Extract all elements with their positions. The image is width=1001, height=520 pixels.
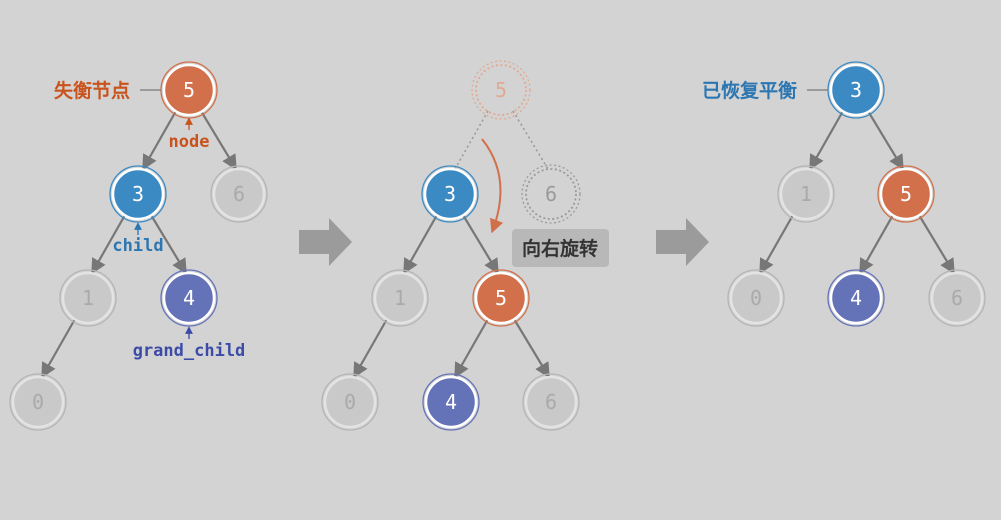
grand-child-label: grand_child	[133, 341, 246, 361]
tree-node-5: 5	[877, 165, 935, 223]
tree-node-6: 6	[928, 269, 986, 327]
tree-node-4: 4	[827, 269, 885, 327]
panel-before: 5 3 6 1 4 0	[9, 61, 268, 431]
edge-3-1	[91, 214, 126, 275]
tree-node-3-child: 3	[109, 165, 167, 223]
step-arrow-2	[656, 218, 709, 266]
edge-5-6	[513, 318, 550, 379]
edge-5-6	[200, 110, 237, 171]
rotate-badge-text: 向右旋转	[522, 237, 598, 260]
edge-5-4	[454, 318, 489, 379]
node-value: 4	[445, 390, 457, 414]
tree-node-5: 5	[472, 269, 530, 327]
balanced-label: 已恢复平衡	[702, 79, 797, 102]
node-value: 0	[750, 286, 762, 310]
ghost-edge-5-3	[454, 110, 489, 170]
rotate-badge	[512, 229, 609, 267]
node-value: 6	[233, 182, 245, 206]
node-value: 3	[850, 78, 862, 102]
step-arrow-1	[299, 218, 352, 266]
tree-node-1: 1	[777, 165, 835, 223]
node-value: 4	[850, 286, 862, 310]
ghost-node-6: 6	[521, 164, 581, 224]
child-label: child	[112, 236, 163, 256]
node-value: 4	[183, 286, 195, 310]
edge-3-5	[867, 110, 904, 171]
node-value: 0	[32, 390, 44, 414]
ghost-edge-5-6	[512, 110, 549, 170]
edge-1-0	[41, 318, 76, 379]
node-value: 1	[394, 286, 406, 310]
node-value: 1	[800, 182, 812, 206]
edge-3-1	[403, 214, 438, 275]
tree-node-1: 1	[59, 269, 117, 327]
tree-node-6: 6	[210, 165, 268, 223]
tree-node-3-root: 3	[827, 61, 885, 119]
rotation-curve-arrow	[481, 138, 504, 234]
tree-node-4-grandchild: 4	[160, 269, 218, 327]
edge-3-1	[809, 110, 844, 171]
tree-node-6: 6	[522, 373, 580, 431]
node-value: 6	[545, 390, 557, 414]
edge-5-6	[918, 214, 955, 275]
node-value: 5	[900, 182, 912, 206]
node-value: 5	[495, 286, 507, 310]
edge-1-0	[759, 214, 794, 275]
tree-node-4: 4	[422, 373, 480, 431]
node-value: 6	[545, 182, 557, 206]
edge-1-0	[353, 318, 388, 379]
edge-3-4	[150, 214, 187, 275]
node-value: 6	[951, 286, 963, 310]
tree-node-1: 1	[371, 269, 429, 327]
tree-node-3: 3	[421, 165, 479, 223]
node-label: node	[169, 132, 210, 152]
node-value: 5	[183, 78, 195, 102]
panel-rotating: 5 6 向右旋转 3 1	[321, 60, 609, 431]
node-value: 3	[444, 182, 456, 206]
tree-node-0: 0	[727, 269, 785, 327]
edge-5-3	[142, 110, 177, 171]
unbalanced-node-label: 失衡节点	[54, 79, 130, 102]
tree-node-0: 0	[9, 373, 67, 431]
node-value: 5	[495, 78, 507, 102]
ghost-node-5: 5	[471, 60, 531, 120]
tree-node-5-unbalanced: 5	[160, 61, 218, 119]
node-value: 3	[132, 182, 144, 206]
edge-3-5	[462, 214, 499, 275]
panel-after: 3 1 5 0 4 6	[702, 61, 986, 327]
tree-node-0: 0	[321, 373, 379, 431]
node-value: 0	[344, 390, 356, 414]
node-value: 1	[82, 286, 94, 310]
edge-5-4	[859, 214, 894, 275]
